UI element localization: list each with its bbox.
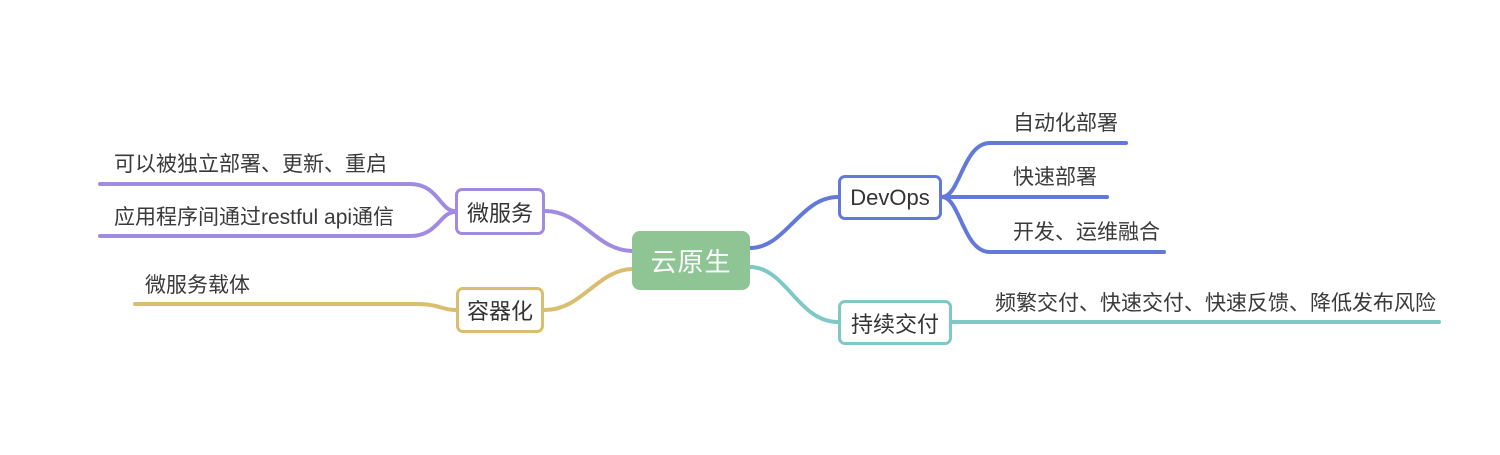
root-node-cloud-native[interactable]: 云原生 — [632, 231, 750, 290]
leaf-devops-dev-ops-fusion[interactable]: 开发、运维融合 — [1013, 221, 1160, 244]
leaf-microservices-restful-api[interactable]: 应用程序间通过restful api通信 — [114, 206, 395, 229]
node-microservices[interactable]: 微服务 — [455, 188, 545, 235]
edge-root-to-microservices — [543, 209, 635, 253]
underline-containerization-child-1 — [133, 302, 458, 312]
edge-root-to-continuous-delivery — [748, 265, 840, 324]
leaf-continuous-delivery-benefits[interactable]: 频繁交付、快速交付、快速反馈、降低发布风险 — [995, 292, 1436, 315]
leaf-microservices-deploy-update-restart[interactable]: 可以被独立部署、更新、重启 — [114, 153, 387, 176]
node-containerization[interactable]: 容器化 — [456, 287, 544, 333]
underline-microservices-child-1 — [98, 182, 457, 213]
edge-root-to-devops — [748, 195, 840, 250]
edge-root-to-containerization — [543, 267, 635, 312]
underline-microservices-child-2 — [98, 210, 457, 238]
node-continuous-delivery[interactable]: 持续交付 — [838, 300, 952, 345]
node-devops[interactable]: DevOps — [838, 175, 942, 220]
leaf-devops-fast-deployment[interactable]: 快速部署 — [1013, 166, 1097, 189]
underline-devops-child-1 — [940, 141, 1128, 199]
leaf-devops-automated-deployment[interactable]: 自动化部署 — [1013, 112, 1118, 135]
underline-devops-child-3 — [940, 195, 1166, 254]
leaf-containerization-carrier[interactable]: 微服务载体 — [145, 274, 250, 297]
